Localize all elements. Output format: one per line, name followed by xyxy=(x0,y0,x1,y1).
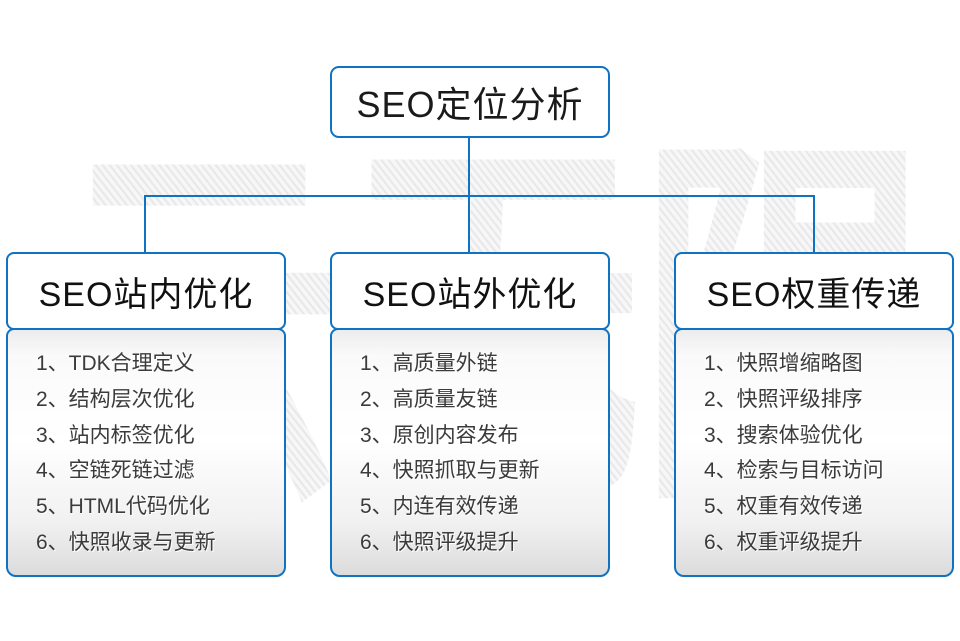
list-item: 2、结构层次优化 xyxy=(36,387,195,411)
list-item: 6、快照收录与更新 xyxy=(36,530,216,554)
list-item: 6、快照评级提升 xyxy=(360,530,519,554)
list-item: 5、内连有效传递 xyxy=(360,495,519,519)
column-header: SEO站内优化 xyxy=(6,252,286,330)
column-weight-transfer: SEO权重传递 1、快照增缩略图 2、快照评级排序 3、搜索体验优化 4、检索与… xyxy=(674,252,954,577)
column-header: SEO权重传递 xyxy=(674,252,954,330)
list-item: 5、HTML代码优化 xyxy=(36,495,210,519)
list-item: 3、原创内容发布 xyxy=(360,423,519,447)
list-item: 4、空链死链过滤 xyxy=(36,459,195,483)
column-header: SEO站外优化 xyxy=(330,252,610,330)
list-item: 4、快照抓取与更新 xyxy=(360,459,540,483)
list-item: 3、站内标签优化 xyxy=(36,423,195,447)
list-item: 1、高质量外链 xyxy=(360,352,498,375)
column-title: SEO站内优化 xyxy=(38,275,254,314)
column-item-list: 1、高质量外链 2、高质量友链 3、原创内容发布 4、快照抓取与更新 5、内连有… xyxy=(330,328,610,577)
list-item: 5、权重有效传递 xyxy=(704,495,863,519)
list-item: 2、高质量友链 xyxy=(360,387,498,411)
list-item: 1、快照增缩略图 xyxy=(704,352,863,375)
root-node-label: SEO定位分析 xyxy=(356,84,584,125)
list-item: 6、权重评级提升 xyxy=(704,530,863,554)
column-title: SEO站外优化 xyxy=(362,275,578,314)
list-item: 4、检索与目标访问 xyxy=(704,459,884,483)
column-offsite-optimization: SEO站外优化 1、高质量外链 2、高质量友链 3、原创内容发布 4、快照抓取与… xyxy=(330,252,610,577)
list-item: 3、搜索体验优化 xyxy=(704,423,863,447)
connector-right-drop-line xyxy=(813,195,815,253)
connector-left-drop-line xyxy=(144,195,146,253)
list-item: 1、TDK合理定义 xyxy=(36,352,195,375)
connector-horizontal-line xyxy=(144,195,815,197)
column-title: SEO权重传递 xyxy=(706,275,922,314)
root-node: SEO定位分析 xyxy=(330,66,610,138)
list-item: 2、快照评级排序 xyxy=(704,387,863,411)
column-onsite-optimization: SEO站内优化 1、TDK合理定义 2、结构层次优化 3、站内标签优化 4、空链… xyxy=(6,252,286,577)
column-item-list: 1、TDK合理定义 2、结构层次优化 3、站内标签优化 4、空链死链过滤 5、H… xyxy=(6,328,286,577)
column-item-list: 1、快照增缩略图 2、快照评级排序 3、搜索体验优化 4、检索与目标访问 5、权… xyxy=(674,328,954,577)
